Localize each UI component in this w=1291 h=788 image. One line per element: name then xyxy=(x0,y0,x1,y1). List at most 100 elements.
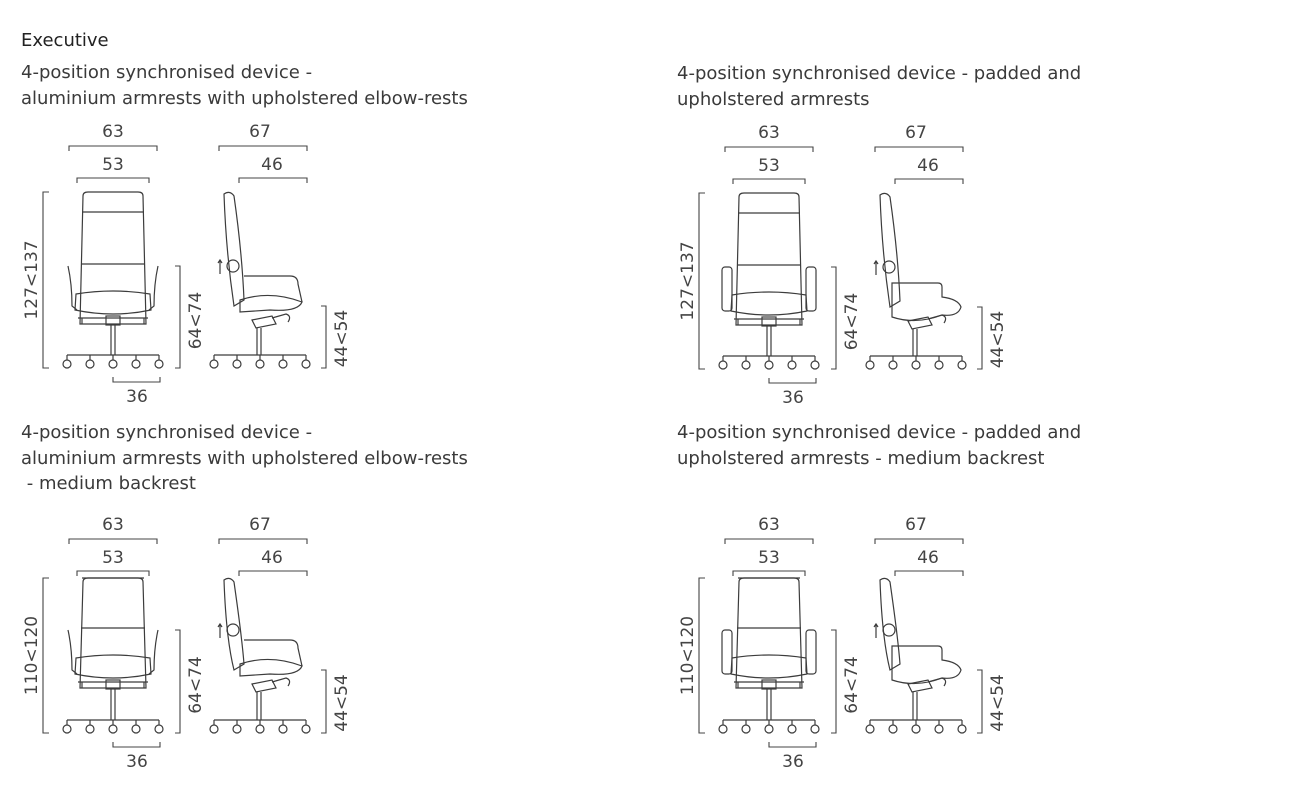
side-backrest xyxy=(879,192,901,308)
variant-caption: 4-position synchronised device - alumini… xyxy=(21,60,468,111)
dim-overall-width: 63 xyxy=(102,122,124,142)
seat-cushion xyxy=(74,290,152,315)
variant-caption: 4-position synchronised device - alumini… xyxy=(21,420,468,497)
caption-line: upholstered armrests xyxy=(677,88,870,110)
bracket-seat-depth xyxy=(894,178,964,184)
bracket-arm-height xyxy=(175,629,181,734)
bracket-overall-width xyxy=(68,538,158,544)
bracket-seat-height xyxy=(977,669,983,734)
dim-seat-height: 44<54 xyxy=(332,310,352,368)
bracket-seat-depth xyxy=(238,570,308,576)
dim-base: 36 xyxy=(126,752,148,772)
dim-seat-depth: 46 xyxy=(917,548,939,568)
side-gas-column xyxy=(912,692,918,720)
bracket-seat-depth xyxy=(894,570,964,576)
dim-seat-height: 44<54 xyxy=(988,674,1008,732)
dim-base: 36 xyxy=(782,388,804,408)
dim-seat-depth: 46 xyxy=(261,155,283,175)
gas-column xyxy=(110,325,116,355)
tilt-lever xyxy=(271,677,291,687)
dim-overall-depth: 67 xyxy=(905,515,927,535)
bracket-base xyxy=(768,742,817,748)
dim-overall-depth: 67 xyxy=(905,123,927,143)
caption-line: 4-position synchronised device - xyxy=(21,62,313,83)
mechanism xyxy=(78,317,148,324)
backrest xyxy=(79,191,147,325)
bracket-overall-depth xyxy=(218,145,308,151)
base-wheels xyxy=(62,354,164,369)
mechanism xyxy=(78,681,148,688)
dim-height: 110<120 xyxy=(22,616,42,695)
caption-line: aluminium armrests with upholstered elbo… xyxy=(21,447,468,469)
side-seat xyxy=(239,658,303,677)
dim-height: 127<137 xyxy=(22,240,42,319)
gas-column xyxy=(110,689,116,720)
bracket-seat-width xyxy=(76,177,150,183)
lumbar-knob xyxy=(226,259,240,273)
bracket-base xyxy=(112,742,161,748)
base-wheels xyxy=(62,719,164,734)
armrest-left xyxy=(721,629,733,675)
side-base-wheels xyxy=(865,719,967,734)
seat-cushion xyxy=(730,291,808,316)
side-view: 67 46 64<74 44<54 xyxy=(831,515,1008,734)
lumbar-knob xyxy=(882,260,896,274)
bracket-base xyxy=(112,377,161,383)
dim-arm-height: 64<74 xyxy=(842,656,862,714)
dim-seat-width: 53 xyxy=(102,155,124,175)
side-base-wheels xyxy=(209,719,311,734)
side-seat xyxy=(891,645,962,685)
bracket-seat-height xyxy=(321,305,327,369)
armrest-right xyxy=(805,266,817,312)
side-mechanism xyxy=(251,679,277,693)
base-wheels xyxy=(718,355,820,370)
gas-column xyxy=(766,326,772,356)
side-armrest xyxy=(244,639,303,667)
caption-line: 4-position synchronised device - xyxy=(21,422,313,443)
tilt-lever xyxy=(927,314,947,324)
caption-line: aluminium armrests with upholstered elbo… xyxy=(21,87,468,109)
caption-line: upholstered armrests - medium backrest xyxy=(677,447,1045,469)
section-heading: Executive xyxy=(21,30,109,51)
column-collar xyxy=(761,316,777,327)
adjust-arrow-icon xyxy=(217,622,223,638)
side-mechanism xyxy=(907,316,933,330)
bracket-seat-width xyxy=(732,178,806,184)
side-gas-column xyxy=(912,329,918,356)
column-collar xyxy=(105,679,121,690)
side-gas-column xyxy=(256,328,262,355)
dim-overall-width: 63 xyxy=(758,123,780,143)
dim-overall-width: 63 xyxy=(102,515,124,535)
dim-overall-width: 63 xyxy=(758,515,780,535)
bracket-overall-depth xyxy=(218,538,308,544)
base-wheels xyxy=(718,719,820,734)
column-collar xyxy=(761,679,777,690)
column-collar xyxy=(105,315,121,326)
dim-arm-height: 64<74 xyxy=(186,292,206,350)
armrest-left xyxy=(67,629,78,675)
armrest-left xyxy=(721,266,733,312)
bracket-overall-width xyxy=(724,538,814,544)
dim-base: 36 xyxy=(126,387,148,407)
caption-line: 4-position synchronised device - padded … xyxy=(677,63,1082,84)
bracket-seat-width xyxy=(732,570,806,576)
dim-height: 110<120 xyxy=(678,616,698,695)
tilt-lever xyxy=(271,313,291,323)
seat-cushion xyxy=(74,654,152,679)
mechanism xyxy=(734,318,804,325)
dim-arm-height: 64<74 xyxy=(842,293,862,351)
bracket-overall-width xyxy=(68,145,158,151)
armrest-right xyxy=(805,629,817,675)
bracket-height xyxy=(698,192,705,370)
dim-seat-width: 53 xyxy=(758,156,780,176)
